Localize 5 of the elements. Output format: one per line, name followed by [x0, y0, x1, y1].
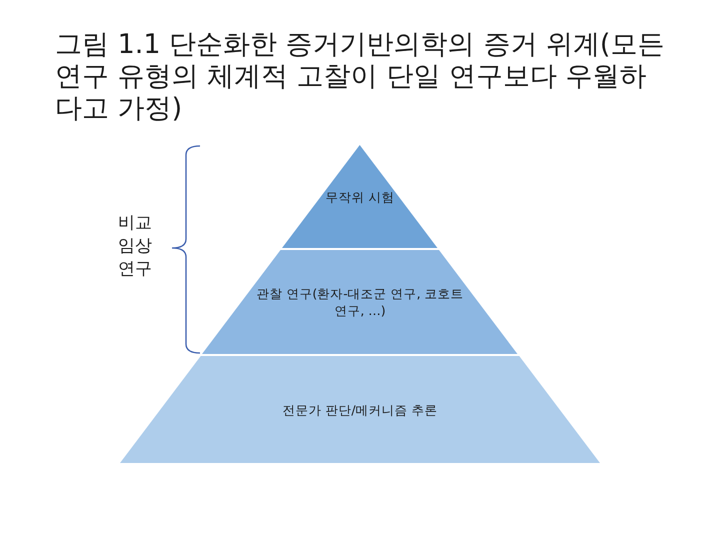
bracket-label: 비교 임상 연구: [117, 212, 153, 281]
tier-label: 관찰 연구(환자-대조군 연구, 코호트 연구, …): [255, 285, 465, 319]
tier-label: 무작위 시험: [326, 188, 394, 205]
figure-title: 그림 1.1 단순화한 증거기반의학의 증거 위계(모든 연구 유형의 체계적 고찰이 단일 연구보다 우월하다고 가정): [55, 29, 666, 125]
tier-label: 전문가 판단/메커니즘 추론: [282, 401, 438, 418]
